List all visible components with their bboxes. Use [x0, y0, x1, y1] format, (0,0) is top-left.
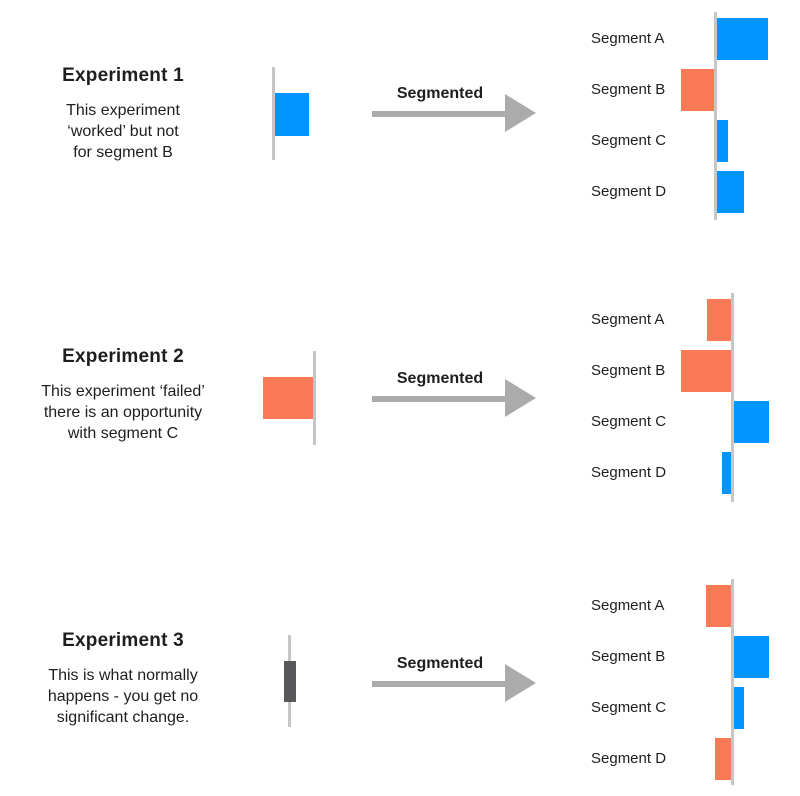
experiment-2-description: This experiment ‘failed’ there is an opp…	[3, 381, 243, 444]
description-line: significant change.	[56, 709, 190, 726]
experiment-3-description: This is what normally happens - you get …	[3, 665, 243, 728]
experiment-1-title: Experiment 1	[62, 65, 184, 86]
segment-bar	[707, 299, 731, 341]
arrow-shaft	[372, 681, 506, 687]
segment-label: Segment C	[591, 699, 667, 716]
overall-axis-line	[313, 351, 316, 445]
segmented-arrow-label: Segmented	[396, 370, 484, 387]
experiment-1-text-block: Experiment 1 This experiment ‘worked’ bu…	[3, 66, 243, 163]
description-line: with segment C	[67, 425, 179, 442]
segment-label: Segment C	[591, 413, 667, 430]
description-line: This experiment	[66, 102, 180, 119]
overall-bar	[263, 377, 313, 419]
description-line: there is an opportunity	[43, 404, 203, 421]
segment-label: Segment D	[591, 183, 667, 200]
segment-bar	[715, 738, 731, 780]
description-line: This experiment ‘failed’	[41, 383, 205, 400]
segment-label: Segment B	[591, 648, 666, 665]
segment-bar	[734, 401, 769, 443]
segment-bar	[681, 350, 731, 392]
segment-axis-line	[731, 293, 734, 502]
experiment-2-title: Experiment 2	[62, 346, 184, 367]
segment-label: Segment D	[591, 464, 667, 481]
description-line: This is what normally	[48, 667, 198, 684]
description-line: happens - you get no	[47, 688, 199, 705]
overall-axis-line	[272, 67, 275, 160]
segment-bar	[717, 18, 768, 60]
segment-axis-line	[714, 12, 717, 220]
segment-label: Segment C	[591, 132, 667, 149]
experiment-3-text-block: Experiment 3 This is what normally happe…	[3, 631, 243, 728]
arrow-shaft	[372, 111, 506, 117]
segment-label: Segment B	[591, 362, 666, 379]
segment-bar	[722, 452, 731, 494]
segment-label: Segment A	[591, 597, 665, 614]
overall-bar	[275, 93, 309, 136]
arrow-shaft	[372, 396, 506, 402]
arrow-head-icon	[505, 94, 536, 132]
experiment-2-text-block: Experiment 2 This experiment ‘failed’ th…	[3, 347, 243, 444]
segment-axis-line	[731, 579, 734, 785]
segment-bar	[717, 120, 728, 162]
description-line: for segment B	[73, 144, 173, 161]
segment-label: Segment B	[591, 81, 666, 98]
overall-bar	[283, 661, 296, 702]
segment-bar	[734, 687, 744, 729]
segment-bar	[734, 636, 769, 678]
segment-bar	[681, 69, 714, 111]
segment-label: Segment A	[591, 30, 665, 47]
segmented-arrow-label: Segmented	[396, 85, 484, 102]
arrow-head-icon	[505, 664, 536, 702]
description-line: ‘worked’ but not	[67, 123, 179, 140]
segmented-arrow-label: Segmented	[396, 655, 484, 672]
experiment-3-title: Experiment 3	[62, 630, 184, 651]
experiment-1-description: This experiment ‘worked’ but not for seg…	[3, 100, 243, 163]
segment-bar	[717, 171, 744, 213]
arrow-head-icon	[505, 379, 536, 417]
segment-bar	[706, 585, 731, 627]
segment-label: Segment A	[591, 311, 665, 328]
segment-label: Segment D	[591, 750, 667, 767]
